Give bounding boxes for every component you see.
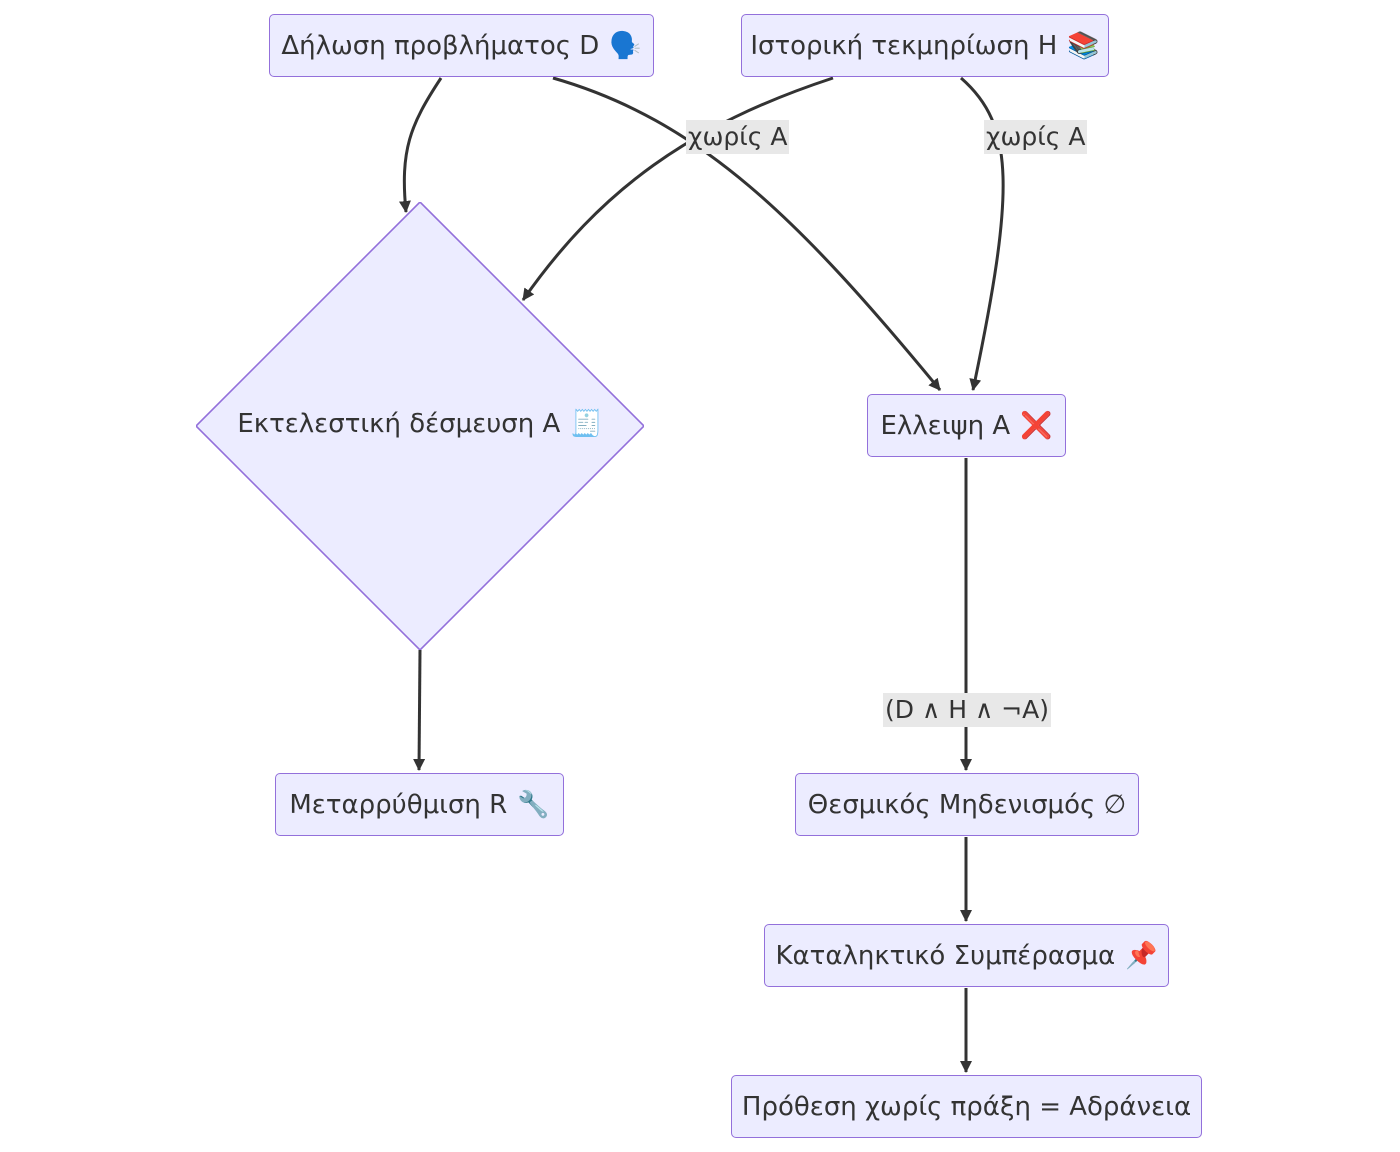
node-institutional-nullification-label: Θεσμικός Μηδενισμός ∅ [807,789,1127,820]
edge-commitment-to-reform [413,649,426,771]
edge-history-to-commitment [521,76,834,301]
node-absence[interactable]: Ελλειψη A ❌ [867,394,1066,457]
node-reform[interactable]: Μεταρρύθμιση R 🔧 [275,773,564,836]
edge-problem-to-commitment [398,77,443,213]
node-problem-statement-label: Δήλωση προβλήματος D [281,30,600,61]
node-historical-documentation[interactable]: Ιστορική τεκμηρίωση H 📚 [741,14,1109,77]
node-reform-label: Μεταρρύθμιση R [289,789,508,820]
node-executive-commitment-text: Εκτελεστική δέσμευση A 🧾 [196,400,644,448]
edge-label-absence-to-nullification: (D ∧ H ∧ ¬A) [883,693,1051,727]
node-final-conclusion-label: Καταληκτικό Συμπέρασμα [775,940,1116,971]
edge-label-history-to-absence: χωρίς A [984,120,1088,154]
receipt-icon: 🧾 [570,409,603,439]
node-executive-commitment[interactable] [196,202,644,650]
node-historical-documentation-label: Ιστορική τεκμηρίωση H [750,30,1058,61]
edge-label-problem-to-absence: χωρίς A [686,120,790,154]
wrench-icon: 🔧 [517,789,550,820]
speaking-head-icon: 🗣️ [609,30,642,61]
node-final-conclusion[interactable]: Καταληκτικό Συμπέρασμα 📌 [764,924,1169,987]
node-institutional-nullification[interactable]: Θεσμικός Μηδενισμός ∅ [795,773,1139,836]
books-icon: 📚 [1067,30,1100,61]
edge-problem-to-absence [552,76,942,391]
node-executive-commitment-label: Εκτελεστική δέσμευση A [237,409,561,439]
cross-mark-icon: ❌ [1020,410,1053,441]
pushpin-icon: 📌 [1125,940,1158,971]
node-inertia-label: Πρόθεση χωρίς πράξη = Αδράνεια [741,1091,1192,1122]
node-problem-statement[interactable]: Δήλωση προβλήματος D 🗣️ [269,14,654,77]
node-absence-label: Ελλειψη A [880,410,1011,441]
edge-history-to-absence [960,76,1005,391]
node-inertia[interactable]: Πρόθεση χωρίς πράξη = Αδράνεια [731,1075,1202,1138]
